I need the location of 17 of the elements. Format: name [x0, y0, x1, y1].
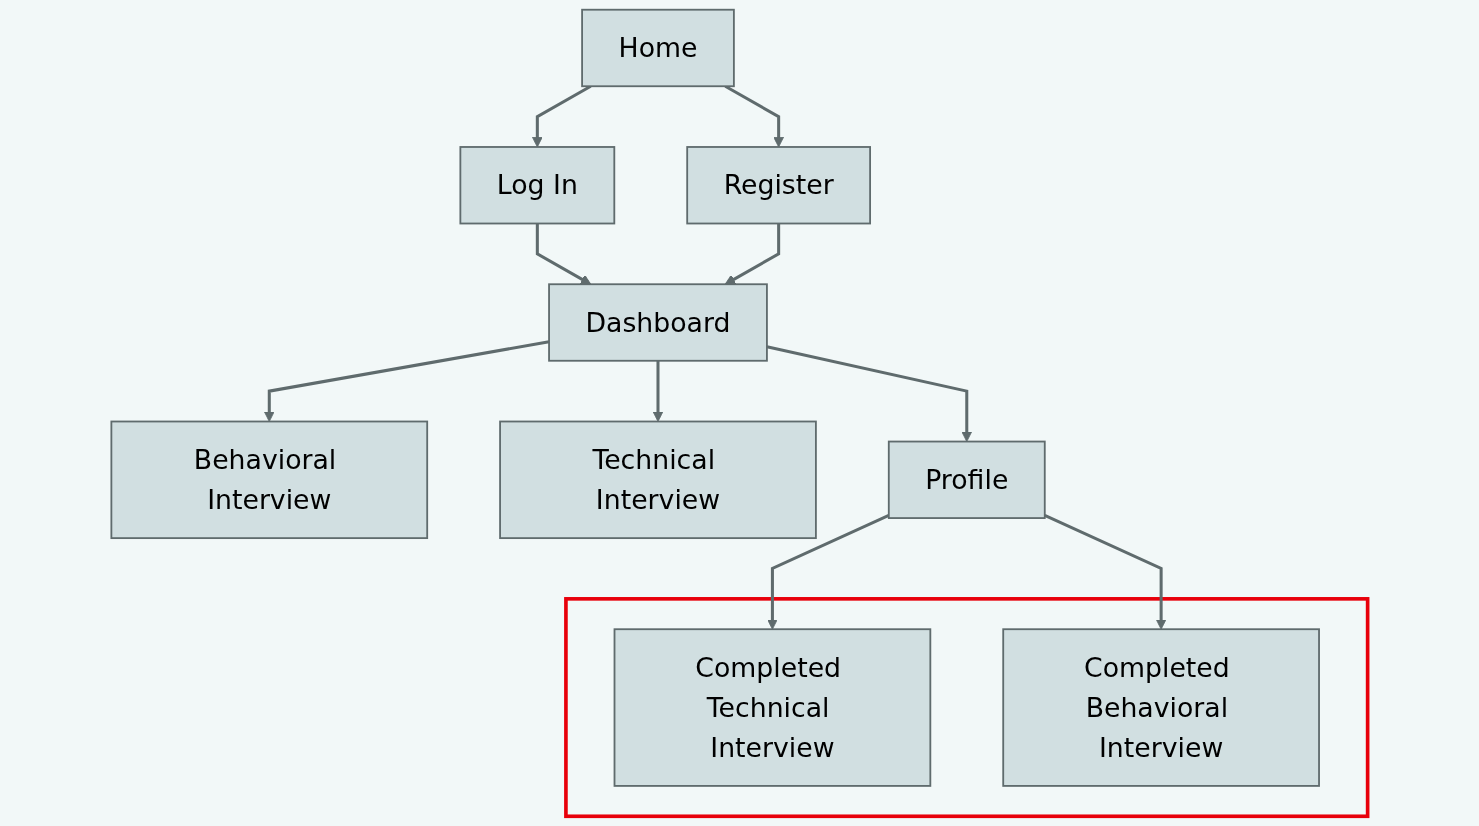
- arrow: [766, 345, 973, 443]
- node-box: Behavioral Interview: [110, 420, 429, 539]
- node-box: Log In: [459, 146, 616, 225]
- arrow: [767, 514, 890, 630]
- node-box: Dashboard: [548, 283, 768, 362]
- cluster: [564, 597, 1370, 819]
- node-box: Profile: [887, 440, 1046, 519]
- node-box: Completed Technical Interview: [613, 628, 932, 787]
- node-box: Register: [686, 146, 871, 225]
- node-box: Completed Behavioral Interview: [1002, 628, 1320, 787]
- arrow: [263, 340, 550, 422]
- arrow: [535, 223, 592, 285]
- arrow: [652, 360, 664, 422]
- node-box: Technical Interview: [499, 420, 817, 539]
- node-box: Home: [581, 8, 735, 88]
- arrow: [1044, 514, 1167, 630]
- arrow: [724, 223, 781, 285]
